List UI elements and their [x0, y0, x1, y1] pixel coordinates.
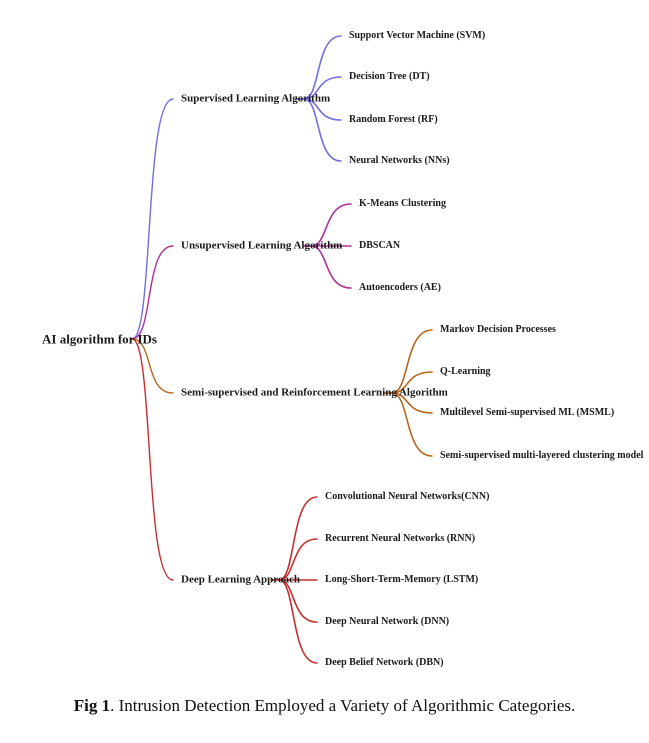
root-node-label: AI algorithm for IDs	[42, 331, 157, 347]
algorithm-item-label: Autoencoders (AE)	[359, 282, 441, 293]
category-to-item-connector	[303, 76, 342, 100]
root-to-category-connector	[131, 98, 174, 340]
category-to-item-connector	[278, 579, 318, 664]
root-to-category-connector	[131, 338, 174, 581]
category-to-item-connector	[278, 579, 318, 623]
algorithm-item-label: Random Forest (RF)	[349, 114, 438, 125]
category-label: Deep Learning Approach	[181, 573, 300, 586]
category-label: Unsupervised Learning Algorithm	[181, 239, 343, 252]
category-to-item-connector	[278, 496, 318, 581]
algorithm-item-label: Q-Learning	[440, 366, 491, 377]
figure-caption: Fig 1. Intrusion Detection Employed a Va…	[0, 696, 649, 716]
algorithm-item-label: Semi-supervised multi-layered clustering…	[440, 450, 644, 461]
algorithm-item-label: Neural Networks (NNs)	[349, 155, 450, 166]
category-to-item-connector	[303, 98, 342, 162]
category-to-item-connector	[310, 203, 352, 247]
root-to-category-connector	[131, 245, 174, 340]
algorithm-item-label: Deep Neural Network (DNN)	[325, 616, 450, 627]
caption-prefix: Fig 1	[73, 696, 111, 715]
category-to-item-connector	[303, 35, 342, 100]
algorithm-item-label: Recurrent Neural Networks (RNN)	[325, 533, 476, 544]
category-label: Supervised Learning Algorithm	[181, 92, 331, 105]
algorithm-item-label: Multilevel Semi-supervised ML (MSML)	[440, 407, 615, 418]
algorithm-item-label: Markov Decision Processes	[440, 324, 556, 335]
category-to-item-connector	[278, 538, 318, 581]
category-to-item-connector	[391, 392, 433, 457]
category-label: Semi-supervised and Reinforcement Learni…	[181, 386, 448, 399]
algorithm-item-label: DBSCAN	[359, 240, 401, 251]
algorithm-item-label: Deep Belief Network (DBN)	[325, 657, 444, 668]
category-to-item-connector	[391, 371, 433, 394]
algorithm-item-label: Decision Tree (DT)	[349, 71, 430, 82]
algorithm-item-label: Long-Short-Term-Memory (LSTM)	[325, 574, 479, 585]
category-to-item-connector	[310, 245, 352, 289]
algorithm-item-label: Support Vector Machine (SVM)	[349, 30, 486, 41]
algorithm-item-label: Convolutional Neural Networks(CNN)	[325, 491, 490, 502]
root-to-category-connector	[131, 338, 174, 394]
caption-text: . Intrusion Detection Employed a Variety…	[110, 696, 576, 715]
category-to-item-connector	[391, 329, 433, 394]
algorithm-item-label: K-Means Clustering	[359, 198, 446, 209]
